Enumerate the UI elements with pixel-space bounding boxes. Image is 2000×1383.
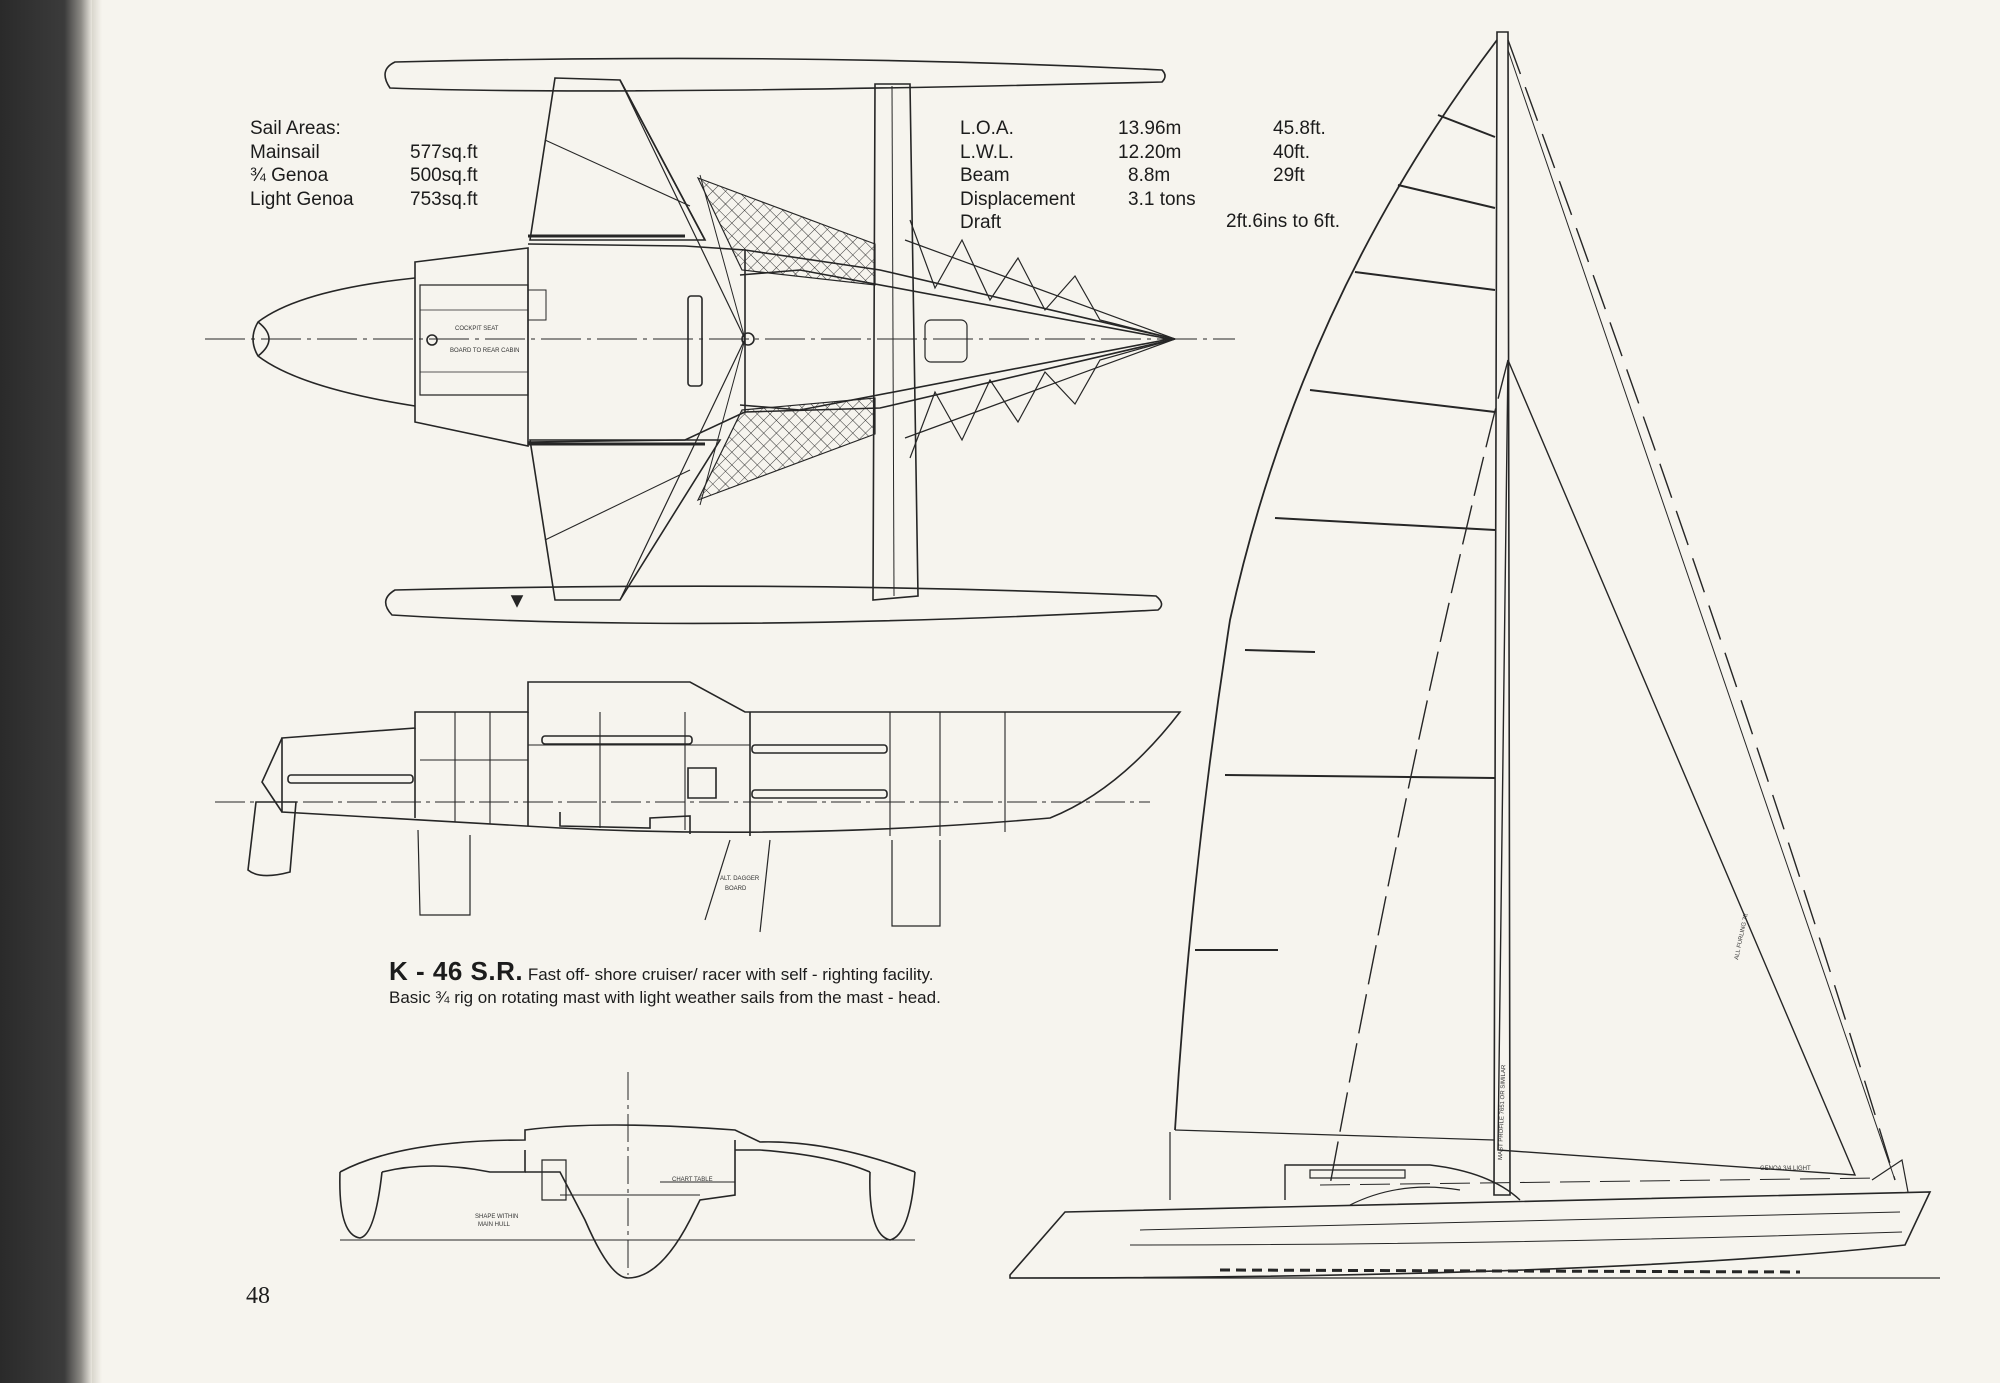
sail-area-row: Mainsail 577sq.ft — [250, 141, 478, 165]
svg-text:BOARD TO REAR CABIN: BOARD TO REAR CABIN — [450, 348, 519, 354]
dimension-name: Draft — [960, 212, 1002, 233]
sail-value: 753sq.ft — [410, 188, 478, 210]
dimension-row: Draft — [960, 211, 1393, 235]
svg-text:CHART TABLE: CHART TABLE — [672, 1177, 713, 1183]
sail-area-row: ¾ Genoa 500sq.ft — [250, 164, 478, 188]
dimension-row: L.O.A. 13.96m 45.8ft. — [960, 117, 1393, 141]
dimension-metric: 12.20m — [1118, 141, 1182, 163]
sail-areas-table: Sail Areas: Mainsail 577sq.ft ¾ Genoa 50… — [250, 117, 478, 211]
dimension-imperial: 29ft — [1273, 165, 1305, 186]
svg-text:BOARD: BOARD — [725, 886, 747, 892]
profile-view: ALT. DAGGER BOARD — [215, 682, 1180, 932]
svg-text:SHAPE WITHIN: SHAPE WITHIN — [475, 1214, 518, 1220]
plan-view: COCKPIT SEAT BOARD TO REAR CABIN — [205, 58, 1235, 623]
svg-text:MAIN HULL: MAIN HULL — [478, 1222, 511, 1228]
dimension-imperial — [1273, 188, 1393, 212]
svg-text:MAST PROFILE 7651 OR SIMILAR: MAST PROFILE 7651 OR SIMILAR — [1498, 1064, 1507, 1160]
svg-text:ALT. DAGGER: ALT. DAGGER — [720, 876, 760, 882]
page-number: 48 — [246, 1283, 270, 1309]
dimension-row: Displacement 3.1 tons — [960, 188, 1393, 212]
dimension-metric: 8.8m — [1128, 165, 1171, 186]
svg-text:ALL FURLING 7ft: ALL FURLING 7ft — [1734, 913, 1750, 960]
dimension-imperial: 45.8ft. — [1273, 118, 1326, 139]
draft-value: 2ft.6ins to 6ft. — [1226, 211, 1341, 232]
sail-areas-heading: Sail Areas: — [250, 118, 341, 139]
sail-name: Mainsail — [250, 141, 320, 163]
sail-name: Light Genoa — [250, 188, 354, 210]
model-description: Fast off- shore cruiser/ racer with self… — [389, 965, 941, 1007]
design-caption: K - 46 S.R. Fast off- shore cruiser/ rac… — [389, 958, 949, 1009]
page-edge — [92, 0, 102, 1383]
dimension-metric: 3.1 tons — [1128, 188, 1196, 210]
dimension-name: L.O.A. — [960, 118, 1014, 139]
book-binding-shadow — [0, 0, 92, 1383]
dimension-name: L.W.L. — [960, 141, 1014, 163]
model-name: K - 46 S.R. — [389, 956, 524, 986]
sail-area-row: Light Genoa 753sq.ft — [250, 188, 478, 212]
section-view: SHAPE WITHIN MAIN HULL CHART TABLE — [340, 1072, 915, 1278]
sail-value: 577sq.ft — [410, 141, 478, 163]
dimension-row: L.W.L. 12.20m 40ft. — [960, 141, 1393, 165]
sail-value: 500sq.ft — [410, 165, 478, 186]
dimension-row: Beam 8.8m 29ft — [960, 164, 1393, 188]
svg-text:COCKPIT SEAT: COCKPIT SEAT — [455, 326, 499, 332]
dimension-metric: 13.96m — [1118, 118, 1182, 139]
sail-name: ¾ Genoa — [250, 165, 329, 186]
dimension-name: Displacement — [960, 188, 1076, 210]
sail-plan: MAST PROFILE 7651 OR SIMILAR GENOA 3/4 L… — [1010, 32, 1940, 1278]
dimensions-table: L.O.A. 13.96m 45.8ft. L.W.L. 12.20m 40ft… — [960, 117, 1393, 235]
svg-text:GENOA 3/4 LIGHT: GENOA 3/4 LIGHT — [1760, 1166, 1811, 1172]
dimension-imperial: 40ft. — [1273, 141, 1310, 163]
dimension-name: Beam — [960, 165, 1010, 186]
